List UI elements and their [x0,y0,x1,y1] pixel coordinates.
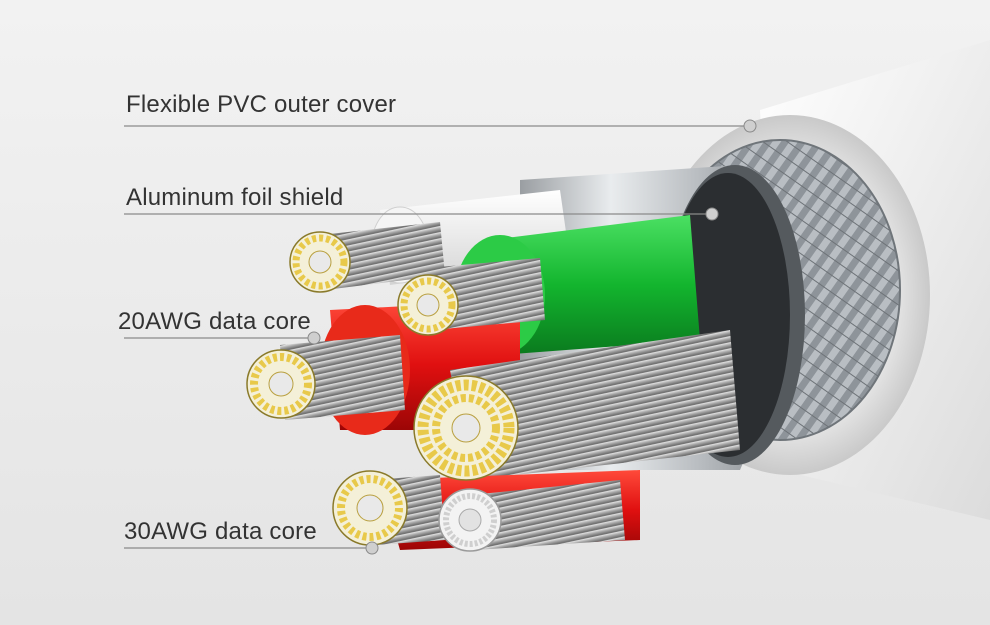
label-foil-shield: Aluminum foil shield [126,184,343,212]
label-outer-cover: Flexible PVC outer cover [126,91,396,119]
label-30awg-core: 30AWG data core [124,518,317,546]
core-bundle-bottom-left [333,471,445,545]
label-20awg-core: 20AWG data core [118,308,311,336]
core-bundle-large [414,376,518,480]
tinned-core-bundle [439,480,625,551]
